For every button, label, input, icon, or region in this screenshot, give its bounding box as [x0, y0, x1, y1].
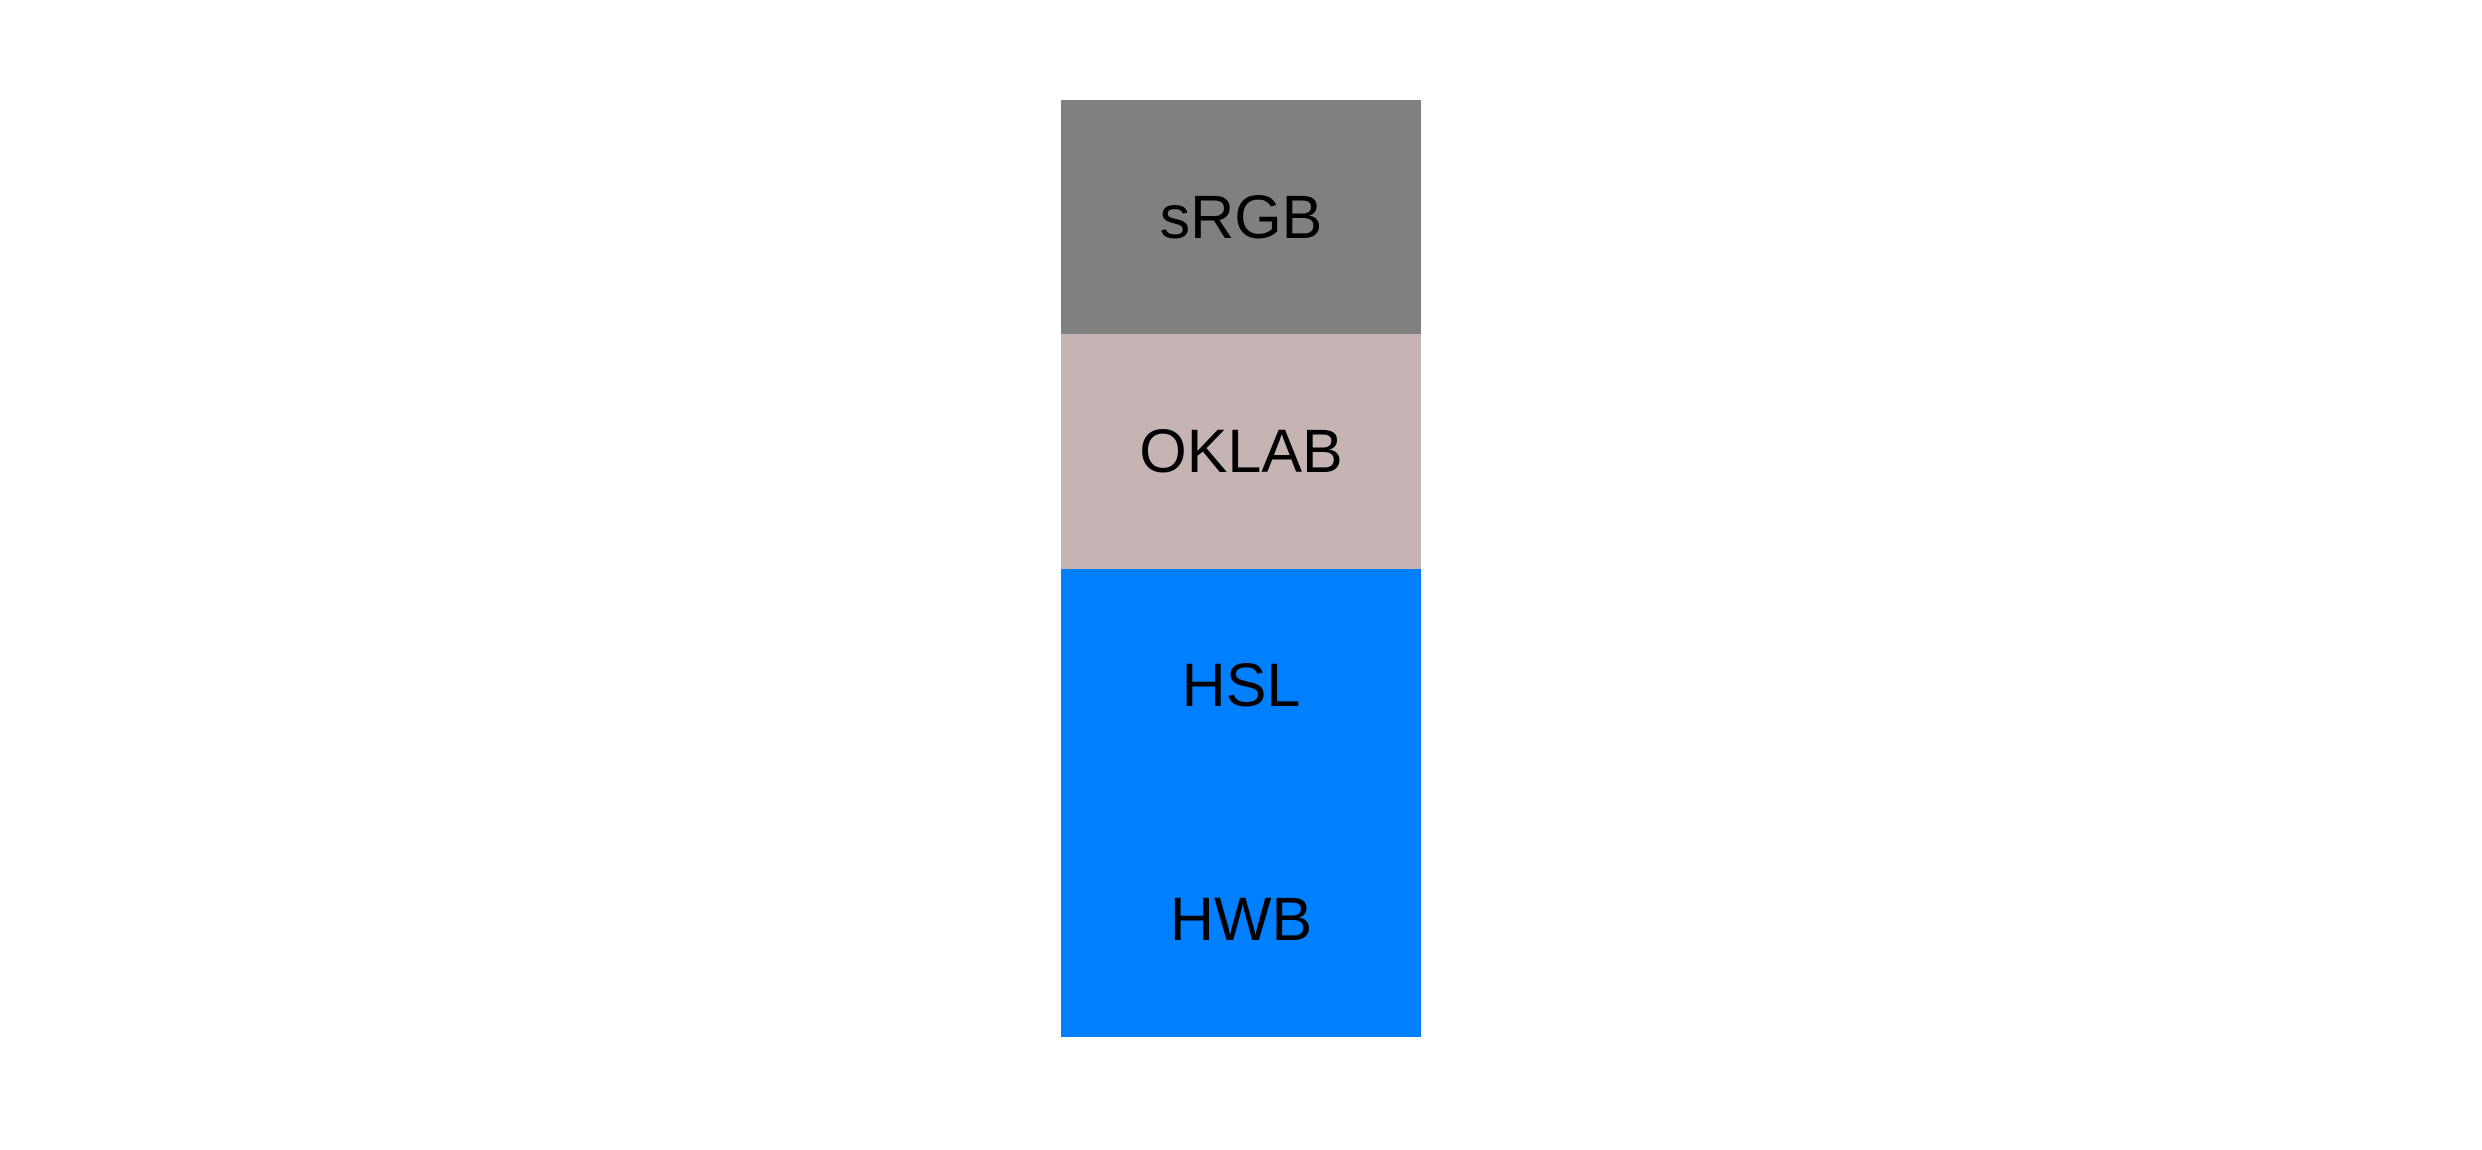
swatch-srgb: sRGB — [1061, 100, 1421, 335]
swatch-oklab: OKLAB — [1061, 334, 1421, 569]
swatch-hwb-label: HWB — [1169, 885, 1313, 954]
swatch-hsl-label: HSL — [1181, 651, 1301, 720]
swatch-hwb: HWB — [1061, 802, 1421, 1037]
swatch-srgb-label: sRGB — [1159, 182, 1323, 251]
swatch-hsl: HSL — [1061, 568, 1421, 803]
swatch-oklab-label: OKLAB — [1139, 416, 1343, 485]
color-swatch-stack: sRGB OKLAB HSL HWB — [1061, 100, 1421, 1037]
